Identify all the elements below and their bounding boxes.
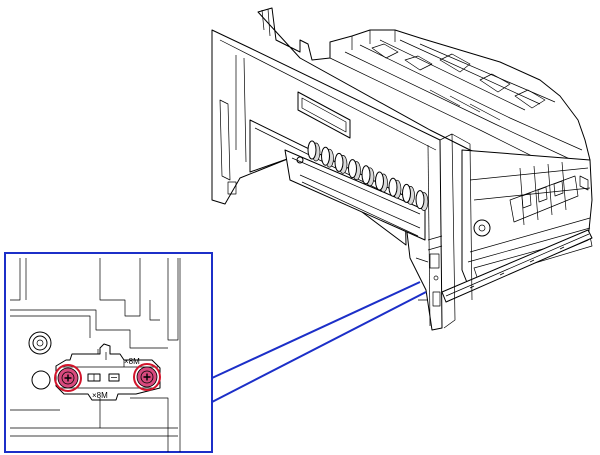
- detail-inset-frame: [4, 252, 213, 453]
- right-side-panel: [461, 149, 593, 291]
- feed-roller: [307, 140, 321, 162]
- empty-hole: [31, 370, 51, 390]
- screw-right[interactable]: [133, 363, 161, 391]
- top-frame: [257, 7, 591, 191]
- screw-left[interactable]: [54, 364, 82, 392]
- feed-roller: [348, 159, 361, 180]
- feed-roller: [415, 190, 429, 211]
- screw-spec-label-bottom: ×8M: [92, 391, 108, 400]
- feed-roller: [334, 152, 348, 174]
- feed-roller: [375, 171, 388, 193]
- feed-roller: [402, 183, 415, 205]
- feed-roller: [321, 146, 334, 168]
- boss-hole: [28, 331, 52, 355]
- printer-unit: [211, 7, 593, 331]
- inset-frame-lines: [10, 258, 181, 452]
- callout-leaders: [211, 281, 427, 403]
- callout-leader-top: [211, 281, 421, 379]
- feed-roller: [388, 177, 402, 199]
- callout-leader-bottom: [211, 291, 427, 403]
- roller-assembly: [284, 140, 429, 241]
- detail-inset: ×8M ×8M: [4, 252, 213, 453]
- screw-spec-label-top: ×8M: [124, 357, 140, 366]
- feed-roller: [361, 165, 375, 187]
